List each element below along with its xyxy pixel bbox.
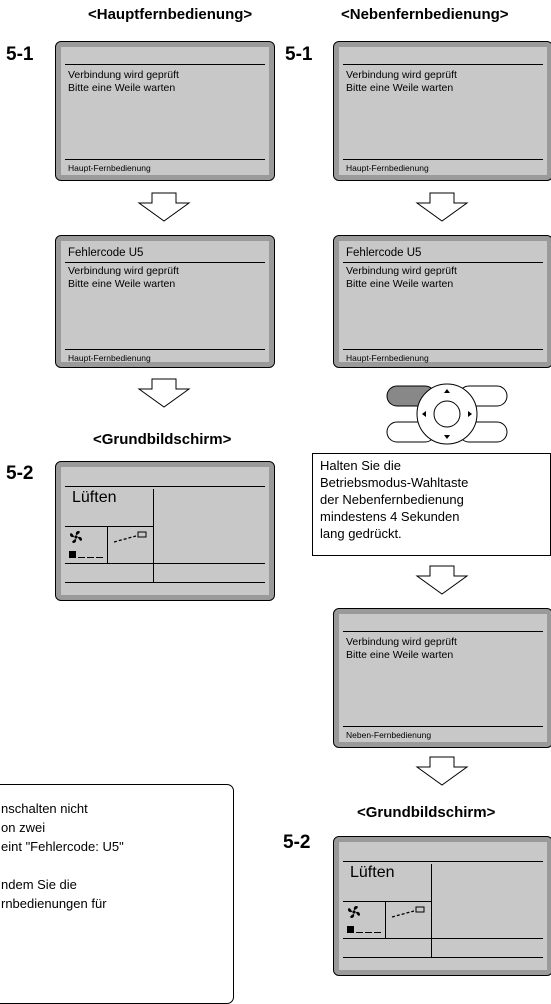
lcd-message-line1: Verbindung wird geprüft xyxy=(346,265,457,277)
center-button xyxy=(433,400,461,428)
fan-speed-indicator xyxy=(69,551,76,558)
home-mode-label: Lüften xyxy=(72,489,117,506)
header-home-screen-right: <Grundbildschirm> xyxy=(357,804,496,821)
home-mode-label: Lüften xyxy=(350,864,395,881)
lcd-footer: Haupt-Fernbedienung xyxy=(346,353,429,363)
lcd-home-screen-main: Lüften xyxy=(55,461,275,601)
lcd-message-line2: Bitte eine Weile warten xyxy=(346,278,454,290)
down-arrow-icon xyxy=(137,378,191,408)
instruction-box: Halten Sie die Betriebsmodus-Wahltaste d… xyxy=(312,453,551,556)
note-line: nschalten nicht xyxy=(1,801,88,816)
step-label-5-1-right: 5-1 xyxy=(285,44,313,65)
lcd-error-sub: Fehlercode U5 Verbindung wird geprüft Bi… xyxy=(333,235,551,368)
instruction-line: mindestens 4 Sekunden xyxy=(320,509,460,524)
lcd-footer: Haupt-Fernbedienung xyxy=(346,163,429,173)
down-arrow-icon xyxy=(415,192,469,222)
lcd-footer: Haupt-Fernbedienung xyxy=(68,163,151,173)
lcd-footer: Neben-Fernbedienung xyxy=(346,730,432,740)
lcd-home-screen-sub: Lüften xyxy=(333,836,551,976)
lcd-checking-sub: Verbindung wird geprüft Bitte eine Weile… xyxy=(333,41,551,181)
lcd-message-line1: Verbindung wird geprüft xyxy=(346,636,457,648)
note-box: nschalten nicht on zwei eint "Fehlercode… xyxy=(0,784,234,1004)
instruction-line: Halten Sie die xyxy=(320,458,401,473)
airflow-direction-icon xyxy=(391,906,425,918)
step-label-5-2-left: 5-2 xyxy=(6,463,34,484)
lcd-error-code: Fehlercode U5 xyxy=(346,247,422,259)
note-line: ndem Sie die xyxy=(1,877,77,892)
lcd-message-line2: Bitte eine Weile warten xyxy=(346,649,454,661)
lcd-footer: Haupt-Fernbedienung xyxy=(68,353,151,363)
lcd-message-line1: Verbindung wird geprüft xyxy=(68,69,179,81)
header-home-screen-left: <Grundbildschirm> xyxy=(93,431,232,448)
header-sub-remote: <Nebenfernbedienung> xyxy=(341,6,509,23)
airflow-direction-icon xyxy=(113,531,147,543)
lcd-message-line1: Verbindung wird geprüft xyxy=(346,69,457,81)
lcd-checking-sub-remote: Verbindung wird geprüft Bitte eine Weile… xyxy=(333,608,551,748)
note-line: rnbedienungen für xyxy=(1,896,107,911)
lcd-checking-main: Verbindung wird geprüft Bitte eine Weile… xyxy=(55,41,275,181)
step-label-5-1-left: 5-1 xyxy=(6,44,34,65)
step-label-5-2-right: 5-2 xyxy=(283,832,311,853)
down-arrow-icon xyxy=(415,565,469,595)
down-arrow-icon xyxy=(137,192,191,222)
lcd-message-line2: Bitte eine Weile warten xyxy=(346,82,454,94)
instruction-line: der Nebenfernbedienung xyxy=(320,492,464,507)
fan-icon xyxy=(348,906,360,918)
lcd-error-code: Fehlercode U5 xyxy=(68,247,144,259)
instruction-line: lang gedrückt. xyxy=(320,526,402,541)
header-main-remote: <Hauptfernbedienung> xyxy=(88,6,253,23)
lcd-message-line2: Bitte eine Weile warten xyxy=(68,278,176,290)
lcd-message-line2: Bitte eine Weile warten xyxy=(68,82,176,94)
lcd-error-main: Fehlercode U5 Verbindung wird geprüft Bi… xyxy=(55,235,275,368)
note-line: on zwei xyxy=(1,820,46,835)
fan-icon xyxy=(70,531,82,543)
fan-speed-indicator xyxy=(347,926,354,933)
note-line: eint "Fehlercode: U5" xyxy=(1,839,124,854)
down-arrow-icon xyxy=(415,756,469,786)
instruction-line: Betriebsmodus-Wahltaste xyxy=(320,475,469,490)
lcd-message-line1: Verbindung wird geprüft xyxy=(68,265,179,277)
remote-control-buttons xyxy=(386,383,508,445)
